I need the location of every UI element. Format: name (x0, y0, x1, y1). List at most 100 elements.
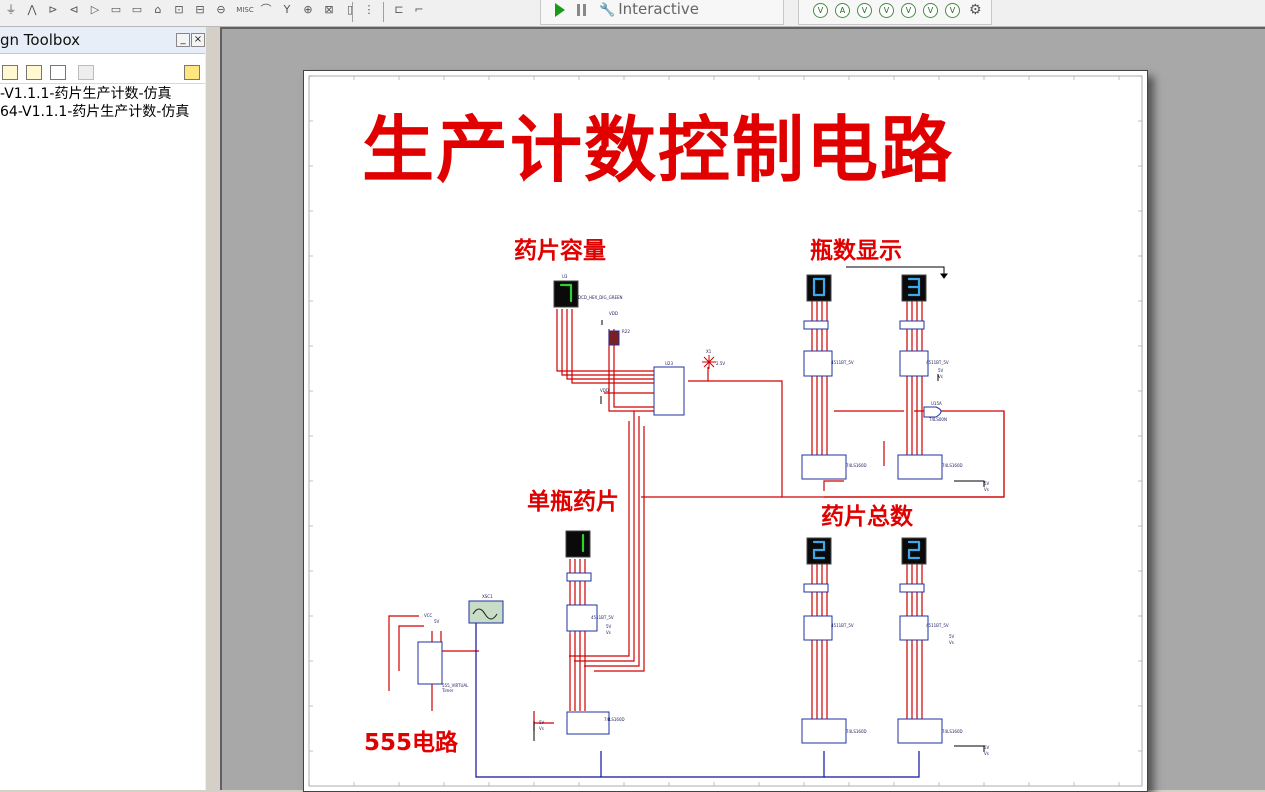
schematic-canvas[interactable]: U3 DCD_HEX_DIG_GREEN VDD VDD R22 U23 X1 … (304, 71, 1147, 791)
advanced-icon[interactable]: ⊡ (174, 3, 184, 16)
close-icon[interactable]: × (191, 33, 205, 47)
new-sheet-icon[interactable] (50, 65, 66, 80)
label-total: 药片总数 (821, 504, 913, 530)
indicator-icon[interactable]: ⌒ (260, 3, 272, 16)
svg-text:Vs: Vs (984, 751, 989, 756)
schematic-title: 生产计数控制电路 (362, 108, 955, 192)
step-icon[interactable]: ⊏ (394, 3, 404, 16)
svg-text:Timer: Timer (441, 688, 454, 693)
open-folder-icon[interactable] (2, 65, 18, 80)
analog-icon[interactable]: ▷ (90, 3, 100, 16)
integrated-circuits (417, 320, 943, 744)
ladder-icon[interactable]: ⊠ (324, 3, 334, 16)
svg-text:4511BT_5V: 4511BT_5V (831, 623, 854, 628)
svg-text:74LS160D: 74LS160D (846, 729, 867, 734)
connector-icon[interactable]: ▯ (346, 3, 354, 16)
display-capacity (553, 280, 579, 308)
svg-text:74LS160D: 74LS160D (846, 463, 867, 468)
svg-text:DCD_HEX_DIG_GREEN: DCD_HEX_DIG_GREEN (578, 295, 623, 300)
run-simulation-icon[interactable] (555, 3, 565, 17)
clock-wire (475, 618, 920, 778)
svg-text:Vs: Vs (938, 374, 943, 379)
design-toolbox-title: gn Toolbox (0, 31, 81, 49)
pin-icon[interactable]: _ (176, 33, 190, 47)
ground-icon[interactable]: ⏚ (5, 3, 17, 16)
svg-text:Vs: Vs (984, 487, 989, 492)
svg-text:X1: X1 (706, 349, 712, 354)
svg-text:Vs: Vs (539, 726, 544, 731)
svg-text:VDD: VDD (600, 388, 609, 393)
svg-text:5V: 5V (949, 634, 955, 639)
resistor-icon[interactable]: ⋀ (27, 3, 37, 16)
probe-2-icon[interactable]: V (857, 3, 872, 18)
wrench-icon: 🔧 (599, 3, 616, 18)
svg-text:4511BT_5V: 4511BT_5V (926, 623, 949, 628)
misc-icon[interactable]: MISC (236, 6, 254, 14)
tree-item[interactable]: 64-V1.1.1-药片生产计数-仿真 (0, 104, 190, 120)
svg-text:Vs: Vs (606, 630, 611, 635)
label-555: 555电路 (364, 730, 459, 756)
svg-text:74LS160D: 74LS160D (942, 729, 963, 734)
seven-segment-displays (553, 274, 927, 565)
rf-icon[interactable]: ⊟ (195, 3, 205, 16)
simulation-mode-button[interactable]: 🔧Interactive (599, 0, 699, 18)
properties-icon[interactable] (78, 65, 94, 80)
svg-text:VDD: VDD (609, 311, 618, 316)
design-tree: -V1.1.1-药片生产计数-仿真 64-V1.1.1-药片生产计数-仿真 (0, 85, 189, 121)
power-symbols (533, 266, 985, 752)
tree-item[interactable]: -V1.1.1-药片生产计数-仿真 (0, 86, 172, 102)
svg-text:4511BT_5V: 4511BT_5V (926, 360, 949, 365)
svg-text:74LS160D: 74LS160D (604, 717, 625, 722)
probe-4-icon[interactable]: V (901, 3, 916, 18)
probe-3-icon[interactable]: V (879, 3, 894, 18)
schematic-sheet[interactable]: U3 DCD_HEX_DIG_GREEN VDD VDD R22 U23 X1 … (303, 70, 1148, 792)
display-per-bottle (565, 530, 591, 558)
toolbar-separator (352, 2, 353, 22)
electromech-icon[interactable]: ⊖ (216, 3, 226, 16)
svg-text:U15A: U15A (931, 401, 942, 406)
cmos-icon[interactable]: ▭ (131, 3, 143, 16)
probe-6-icon[interactable]: V (945, 3, 960, 18)
grip-icon[interactable]: ⋮ (363, 3, 375, 16)
svg-text:5V: 5V (984, 481, 990, 486)
probe-icon[interactable]: ⊕ (303, 3, 313, 16)
display-bottle-tens (806, 274, 832, 302)
sheet-ruler (308, 75, 1142, 786)
probe-0-icon[interactable]: V (813, 3, 828, 18)
svg-text:VCC: VCC (424, 613, 433, 618)
power-icon[interactable]: Y (283, 3, 291, 16)
svg-text:4511BT_5V: 4511BT_5V (831, 360, 854, 365)
svg-text:5V: 5V (984, 745, 990, 750)
wires (388, 301, 1005, 731)
sheet-border (308, 75, 1143, 787)
probe-settings-icon[interactable]: ⚙ (969, 2, 982, 18)
svg-text:5V: 5V (539, 720, 545, 725)
svg-text:U3: U3 (562, 274, 568, 279)
simulation-toolbar: 🔧Interactive (540, 0, 784, 25)
svg-text:R22: R22 (622, 329, 630, 334)
stairs-icon[interactable]: ⌐ (414, 3, 424, 16)
design-toolbox-panel: gn Toolbox _ × -V1.1.1-药片生产计数-仿真 64-V1.1… (0, 27, 206, 790)
panel-splitter[interactable] (205, 27, 220, 790)
transistor-icon[interactable]: ⊲ (69, 3, 79, 16)
svg-text:5V: 5V (938, 368, 944, 373)
toolbar-separator (383, 2, 384, 22)
svg-text:5V: 5V (606, 624, 612, 629)
display-bottle-units (901, 274, 927, 302)
pause-simulation-icon[interactable] (577, 4, 587, 16)
svg-text:Vs: Vs (949, 640, 954, 645)
svg-text:555_VIRTUAL: 555_VIRTUAL (442, 683, 469, 688)
project-icon[interactable] (184, 65, 200, 80)
probe-1-icon[interactable]: A (835, 3, 850, 18)
save-icon[interactable] (26, 65, 42, 80)
svg-text:5V: 5V (434, 619, 440, 624)
label-bottle-count: 瓶数显示 (810, 238, 902, 264)
diode-icon[interactable]: ⊳ (48, 3, 58, 16)
component-labels: U3 DCD_HEX_DIG_GREEN VDD VDD R22 U23 X1 … (424, 274, 990, 756)
ttl-icon[interactable]: ▭ (110, 3, 122, 16)
mcu-icon[interactable]: ⌂ (154, 3, 162, 16)
svg-text:74LS00N: 74LS00N (929, 417, 947, 422)
probe-5-icon[interactable]: V (923, 3, 938, 18)
probe-indicator (702, 355, 716, 369)
